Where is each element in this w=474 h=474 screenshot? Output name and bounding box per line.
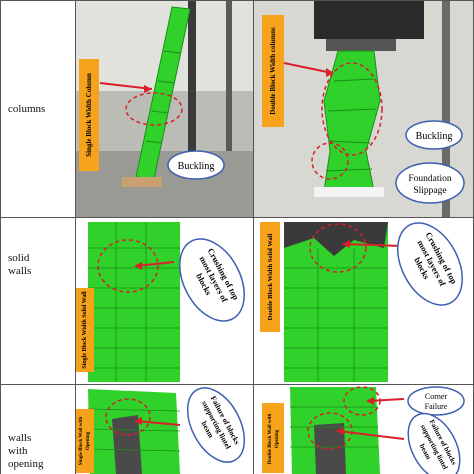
- row-divider-1: [0, 217, 474, 218]
- label-tag-single-column: [79, 59, 99, 171]
- tag-text: Single Block Width Solid Wall: [82, 291, 88, 369]
- photo-double-column: Double Block Width columns Buckling Foun…: [254, 1, 473, 217]
- column-divider-1: [75, 0, 76, 474]
- label-tag-single-solid-wall: [76, 288, 94, 372]
- cell-double-column: Double Block Width columns Buckling Foun…: [254, 1, 473, 217]
- cell-double-solid-wall: Double Block Width Solid Wall Crushing o…: [254, 218, 473, 384]
- row-divider-2: [0, 384, 474, 385]
- callout-corner-failure: [407, 386, 465, 416]
- highlight-ring: [125, 92, 183, 126]
- table-border-left: [0, 0, 1, 474]
- row-label-line: opening: [8, 458, 44, 470]
- arrow: [337, 430, 405, 440]
- callout-crushing: Crushing of top most layers of blocks: [179, 238, 245, 322]
- row-label-line: walls: [8, 432, 32, 444]
- callout-foundation-slippage: [395, 162, 465, 204]
- cell-double-wall-opening: Double Block Wall with Opening Corner Fa…: [254, 385, 473, 474]
- arrow-head: [134, 417, 142, 425]
- callout-text: Buckling: [178, 161, 215, 172]
- callout-buckling: [405, 120, 463, 150]
- cell-single-column: Single Block Width Column Buckling: [76, 1, 253, 217]
- highlight-ring: [311, 142, 349, 180]
- arrow-head: [326, 68, 334, 77]
- photo-double-wall-opening: Double Block Wall with Opening Corner Fa…: [254, 385, 473, 474]
- tag-text: Double Block Width columns: [269, 27, 277, 115]
- arrow: [283, 62, 333, 74]
- callout-text: Buckling: [416, 131, 453, 142]
- callout-buckling: [167, 150, 225, 180]
- label-tag-double-wall-opening: [262, 403, 284, 473]
- arrow: [343, 243, 403, 247]
- arrow: [135, 261, 175, 267]
- row-label-line: solid: [8, 252, 30, 264]
- highlight-ring: [307, 412, 353, 450]
- label-tag-double-column: [262, 15, 284, 127]
- row-label-line: with: [8, 445, 28, 457]
- label-tag-double-solid-wall: [260, 222, 280, 332]
- highlight-ring: [97, 239, 159, 293]
- row-label-line: walls: [8, 265, 32, 277]
- row-label-columns: columns: [8, 103, 46, 115]
- photo-double-solid-wall: Double Block Width Solid Wall Crushing o…: [254, 218, 473, 384]
- arrow-head: [144, 85, 152, 93]
- arrow: [135, 420, 181, 426]
- callout-text: Corner: [425, 392, 448, 401]
- highlight-ring: [309, 223, 367, 273]
- highlight-ring: [105, 398, 151, 436]
- arrow-head: [366, 397, 374, 405]
- row-label-solid-walls: solid walls: [8, 252, 31, 278]
- tag-text: Double Block Wall with: [268, 413, 273, 464]
- photo-single-solid-wall: Single Block Width Solid Wall Crushing o…: [76, 218, 253, 384]
- tag-text: Opening: [86, 431, 91, 450]
- table-border-top: [0, 0, 474, 1]
- callout-crushing: Crushing of top most layers of blocks: [397, 222, 463, 306]
- callout-text: Slippage: [413, 186, 446, 196]
- arrow-head: [336, 427, 344, 435]
- callout-text: Failure: [425, 402, 448, 411]
- callout-text: Foundation: [408, 174, 452, 184]
- photo-single-wall-opening: Single Block Wall with Opening Failure o…: [76, 385, 253, 474]
- arrow-head: [134, 262, 142, 270]
- cell-single-solid-wall: Single Block Width Solid Wall Crushing o…: [76, 218, 253, 384]
- arrow-head: [342, 240, 350, 248]
- cell-single-wall-opening: Single Block Wall with Opening Failure o…: [76, 385, 253, 474]
- column-divider-2: [253, 0, 254, 474]
- photo-single-column: Single Block Width Column Buckling: [76, 1, 253, 217]
- highlight-ring: [321, 62, 383, 156]
- label-tag-single-wall-opening: [76, 409, 94, 473]
- row-label-walls-opening: walls with opening: [8, 432, 43, 471]
- tag-text: Double Block Width Solid Wall: [267, 233, 274, 320]
- tag-text: Single Block Width Column: [85, 73, 93, 157]
- tag-text: Single Block Wall with: [79, 417, 84, 466]
- arrow: [99, 82, 153, 90]
- tag-text: Opening: [275, 429, 280, 448]
